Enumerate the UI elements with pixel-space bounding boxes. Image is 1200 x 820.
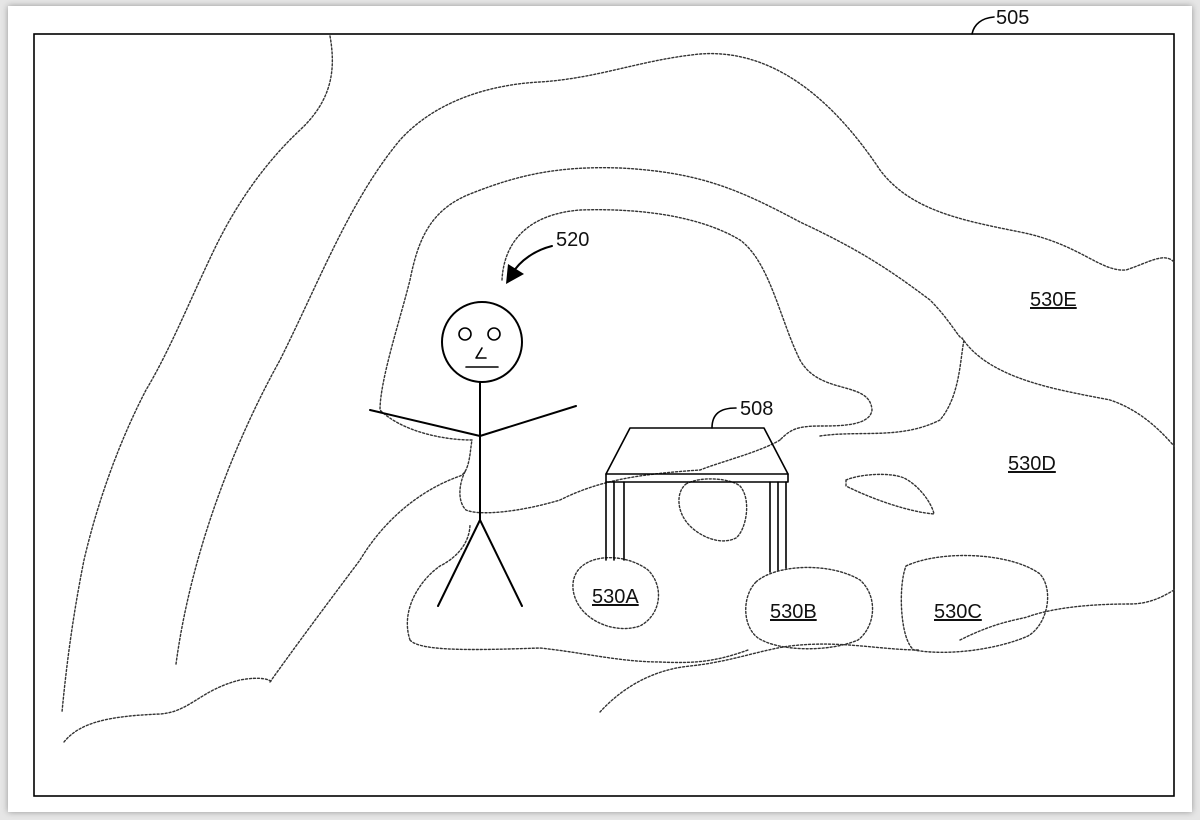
region-530e-label: 530E [1030,289,1077,311]
figure-ref-label: 505 [996,7,1029,29]
contour-inner [459,209,873,514]
table-top [605,427,789,475]
contour-middle [269,167,1175,683]
person-head [441,301,523,383]
person-ref-leader [511,245,553,275]
region-530b-label: 530B [770,601,817,623]
contour-530e-outer [175,52,1175,665]
table-object [605,427,789,573]
figure-frame [33,33,1175,797]
drawing-sheet [8,6,1192,812]
person-eye-left [458,327,472,341]
blob-near-530d [845,473,935,515]
table-ref-label: 508 [740,398,773,420]
person-eye-right [487,327,501,341]
table-leg-left [605,481,625,561]
region-530c-label: 530C [934,601,982,623]
blob-under-table [678,478,748,542]
person-arms [369,405,577,437]
table-leg-right [769,481,787,573]
contour-lower-left [406,523,749,664]
region-530b-outline [745,566,874,650]
person-nose [475,347,487,359]
contour-left-bottom [63,677,273,743]
arrowhead-icon [506,264,524,284]
table-ref-leader [711,407,737,429]
contour-lower-right [599,589,1175,713]
table-edge [605,473,789,483]
stick-figure [369,301,577,607]
region-530a-outline [572,556,660,630]
person-legs [437,519,523,607]
person-ref-label: 520 [556,229,589,251]
region-530c-outline [900,554,1049,654]
contour-left-outer [61,35,334,713]
region-530d-label: 530D [1008,453,1056,475]
contour-530d-upper [819,339,965,437]
region-530a-label: 530A [592,586,639,608]
figure-ref-leader [971,16,995,35]
